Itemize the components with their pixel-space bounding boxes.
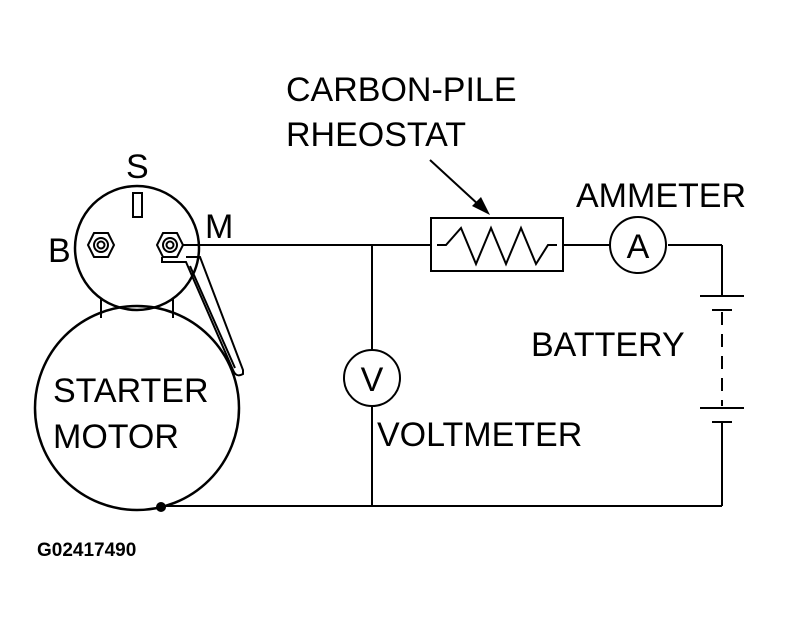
ground-junction-dot	[156, 502, 166, 512]
ammeter-circle	[609, 216, 667, 274]
terminal-b-label: B	[48, 232, 71, 270]
terminal-m-label: M	[205, 208, 233, 246]
voltmeter-label: VOLTMETER	[377, 416, 582, 454]
figure-id-label: G02417490	[37, 540, 136, 561]
terminal-s-label: S	[126, 148, 149, 186]
rheostat-label-line1: CARBON-PILE	[286, 71, 517, 109]
ammeter-symbol: A	[627, 228, 650, 266]
terminal-b-nut	[86, 232, 116, 258]
starter-label-line1: STARTER	[53, 372, 209, 410]
ammeter-label: AMMETER	[576, 177, 746, 215]
circuit-wires	[156, 244, 723, 512]
voltmeter-symbol: V	[361, 361, 384, 399]
voltmeter-circle	[343, 349, 401, 407]
solenoid-circle	[73, 184, 201, 312]
rheostat-pointer-arrowhead	[472, 197, 490, 215]
terminal-m-nut	[155, 232, 185, 258]
starter-label-line2: MOTOR	[53, 418, 179, 456]
ammeter: A	[609, 216, 667, 274]
starter-motor	[33, 298, 241, 512]
rheostat-label-line2: RHEOSTAT	[286, 116, 466, 154]
rheostat-pointer-line	[429, 159, 481, 207]
rheostat-resistor-zigzag	[437, 225, 557, 267]
starter-motor-circle	[33, 304, 241, 512]
voltmeter: V	[343, 349, 401, 407]
terminal-s-tab	[132, 192, 143, 218]
rheostat-box	[430, 217, 564, 272]
carbon-pile-rheostat	[429, 159, 564, 272]
battery	[700, 295, 744, 423]
battery-label: BATTERY	[531, 326, 685, 364]
field-strap	[161, 256, 244, 377]
solenoid	[73, 184, 201, 312]
